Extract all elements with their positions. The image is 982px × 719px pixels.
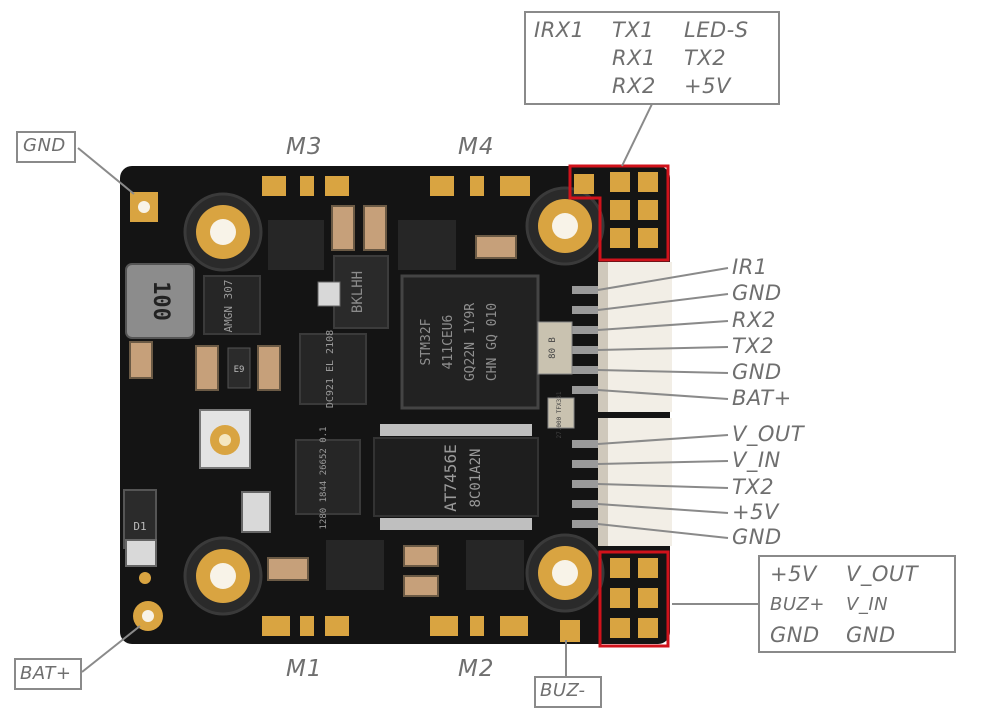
mount-hole-top-left [183,192,263,272]
osd-marking-b: 8C01A2N [468,448,484,507]
bottom-pinout-box [758,555,956,653]
pad-cluster-bottom-right [610,558,658,638]
mosfet-top-right [398,220,456,270]
gnd-label-box [16,131,76,163]
mount-hole-bottom-right [525,533,605,613]
baro-marking: AMGN 307 [222,280,235,333]
gyro-chip [295,439,361,515]
bottom-box-5v: +5V [770,562,817,586]
inductor-marking: 100 [148,281,173,321]
ic-left-mid-marking: DC921 EL 2108 [325,330,336,408]
regulator-marking: BKLHH [350,271,366,313]
top-box-irx1: IRX1 [534,18,585,42]
crystal-a-marking: 80 B [548,337,558,359]
connector-leader-upper-0 [597,267,729,291]
capacitors [125,205,517,597]
gyro-marking: 1280 1844 26652 0.1 [319,427,329,530]
connector-leader-upper-1 [597,293,729,311]
connector-leader-lower-0 [597,434,729,445]
top-box-rx1: RX1 [612,46,656,70]
connector-label-upper-1: GND [732,281,782,305]
bottom-box-v-out: V_OUT [846,562,919,586]
connector-label-lower-3: +5V [732,500,779,524]
connector-leader-lower-1 [597,460,729,465]
mosfet-top-left [268,220,324,270]
highlight-top-pads [568,164,670,262]
connector-pins-upper [572,286,598,394]
top-box-tx1: TX1 [612,18,655,42]
connector-leader-upper-3 [597,346,729,351]
mcu-marking-line: 411CEU6 [441,315,456,370]
connector-leader-upper-4 [597,369,729,374]
connector-leader-lower-4 [597,523,729,539]
mount-hole-bottom-left [183,536,263,616]
buz-minus-label-box [534,676,602,708]
motor-pads-m4 [430,176,530,196]
motor-pads-m2 [430,616,528,636]
connector-label-upper-0: IR1 [732,255,768,279]
bat-plus-label: BAT+ [20,663,72,684]
mcu-marking: STM32F 411CEU6 GQ22N 1Y9R CHN GQ 010 [419,303,500,381]
connector-label-lower-4: GND [732,525,782,549]
bottom-box-gnd-b: GND [846,623,896,647]
buz-minus-pad [560,620,580,642]
bottom-box-gnd-a: GND [770,623,820,647]
highlight-bottom-pads [598,550,670,648]
connector-leader-lower-2 [597,483,729,489]
connector-pins-lower [572,440,598,528]
leader-lines [77,103,760,676]
ic-left-mid [299,333,367,405]
connector-leader-lower-3 [597,503,729,514]
mcu-marking-line: GQ22N 1Y9R [463,303,478,381]
top-box-led-s: LED-S [684,18,749,42]
pin-leader-lines [597,267,729,539]
e9-marking: E9 [234,365,245,375]
top-pinout-box [524,11,780,105]
mosfet-bottom-left [326,540,384,590]
crystal-a [537,321,573,375]
buz-minus-label: BUZ- [540,680,586,701]
pad-cluster-top-right [574,172,658,248]
inductor [125,263,195,339]
connector-label-upper-3: TX2 [732,334,775,358]
connector-housing-lower [598,418,672,546]
top-box-5v: +5V [684,74,731,98]
gnd-corner-label: GND [23,135,66,156]
connector-label-lower-2: TX2 [732,475,775,499]
connector-leader-upper-2 [597,320,729,331]
mcu-chip [400,274,540,410]
top-box-tx2: TX2 [684,46,727,70]
top-box-rx2: RX2 [612,74,656,98]
mcu-marking-line: CHN GQ 010 [485,303,500,381]
mount-hole-top-right [525,186,605,266]
osd-marking-a: AT7456E [441,444,460,511]
mosfet-bottom-right [466,540,524,590]
motor-label-m1: M1 [286,656,323,682]
connector-label-lower-1: V_IN [732,448,781,472]
baro-chip [203,275,261,335]
motor-pads-m1 [262,616,349,636]
mcu-marking-line: STM32F [419,318,434,365]
connector-label-lower-0: V_OUT [732,422,805,446]
diode-marking: D1 [133,520,146,533]
connector-label-upper-4: GND [732,360,782,384]
e9-part [227,347,251,389]
motor-pads-m3 [262,176,349,196]
osd-chip [373,437,539,517]
crystal-b [547,397,575,429]
bottom-box-v-in: V_IN [846,594,889,615]
connector-leader-upper-5 [597,389,729,400]
motor-label-m3: M3 [286,134,323,160]
bat-plus-label-box [14,658,82,690]
connector-label-upper-2: RX2 [732,308,776,332]
bottom-box-buz-plus: BUZ+ [770,594,825,615]
connector-label-upper-5: BAT+ [732,386,792,410]
regulator [333,255,389,329]
motor-label-m2: M2 [458,656,495,682]
motor-label-m4: M4 [458,134,495,160]
crystal-b-marking: 27.000 TFX331 [556,391,563,438]
